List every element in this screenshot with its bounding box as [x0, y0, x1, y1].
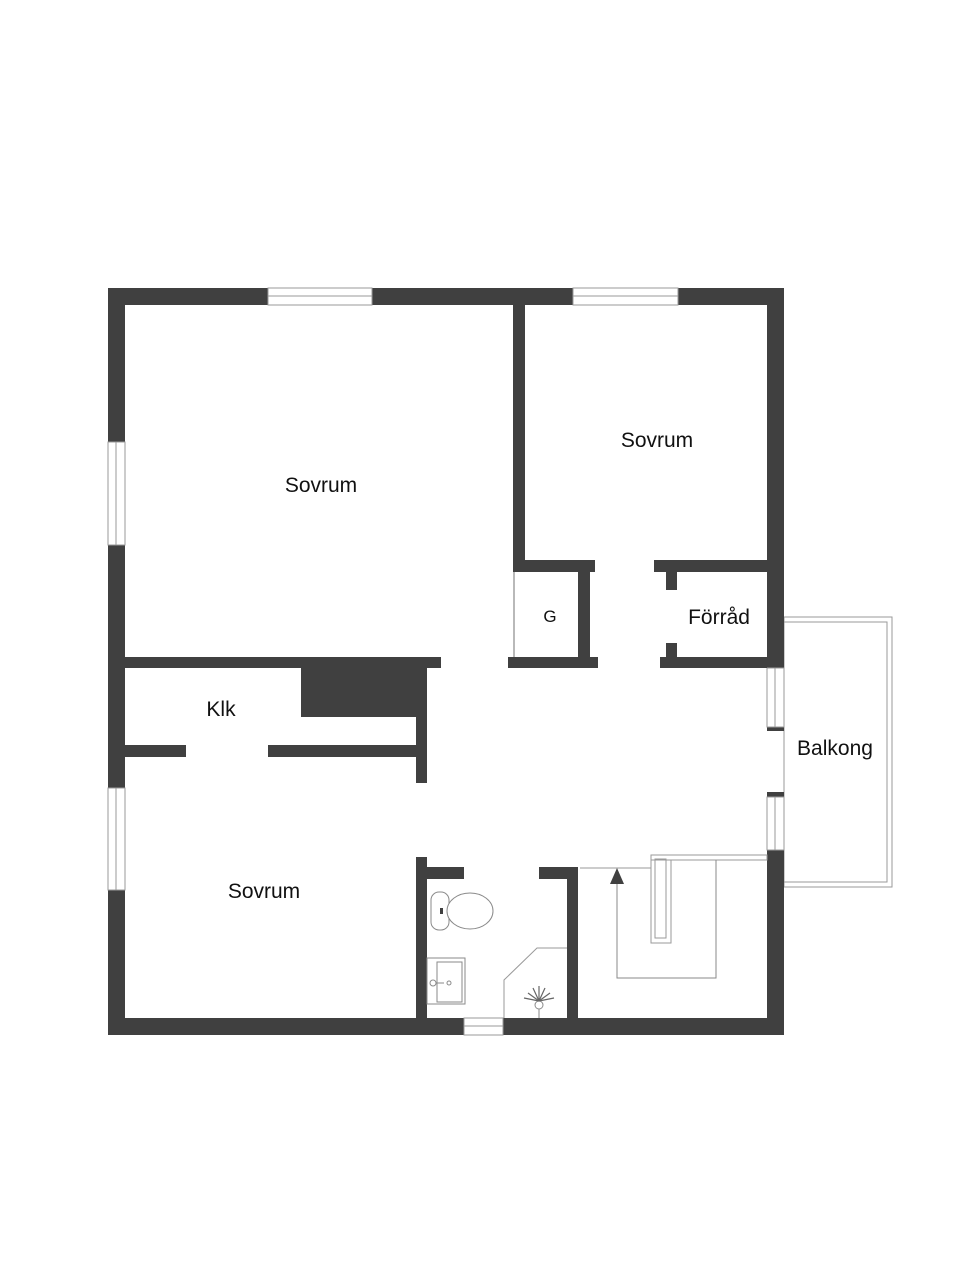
shower-icon [503, 947, 567, 1018]
windows [107, 287, 785, 1036]
outer-walls [108, 288, 784, 1035]
window-right-2 [766, 796, 785, 851]
room-label-bedroom-3: Sovrum [227, 880, 301, 903]
room-label-walk-in-closet: Klk [206, 698, 236, 721]
interior-walls [125, 305, 767, 1018]
staircase-icon [580, 854, 768, 979]
sink-icon [426, 957, 466, 1005]
window-bottom [463, 1017, 504, 1036]
window-top-1 [267, 287, 373, 306]
arrow-up-icon [610, 868, 624, 884]
window-left-2 [107, 787, 126, 891]
room-label-balcony: Balkong [797, 737, 873, 760]
window-left-1 [107, 441, 126, 546]
toilet-icon [430, 891, 494, 931]
room-label-bedroom-1: Sovrum [284, 474, 358, 497]
room-label-closet-g: G [543, 607, 557, 626]
window-right-1 [766, 667, 785, 728]
balcony-outline [783, 616, 893, 888]
room-label-storage: Förråd [688, 606, 750, 629]
room-label-bedroom-2: Sovrum [620, 429, 694, 452]
window-top-2 [572, 287, 679, 306]
